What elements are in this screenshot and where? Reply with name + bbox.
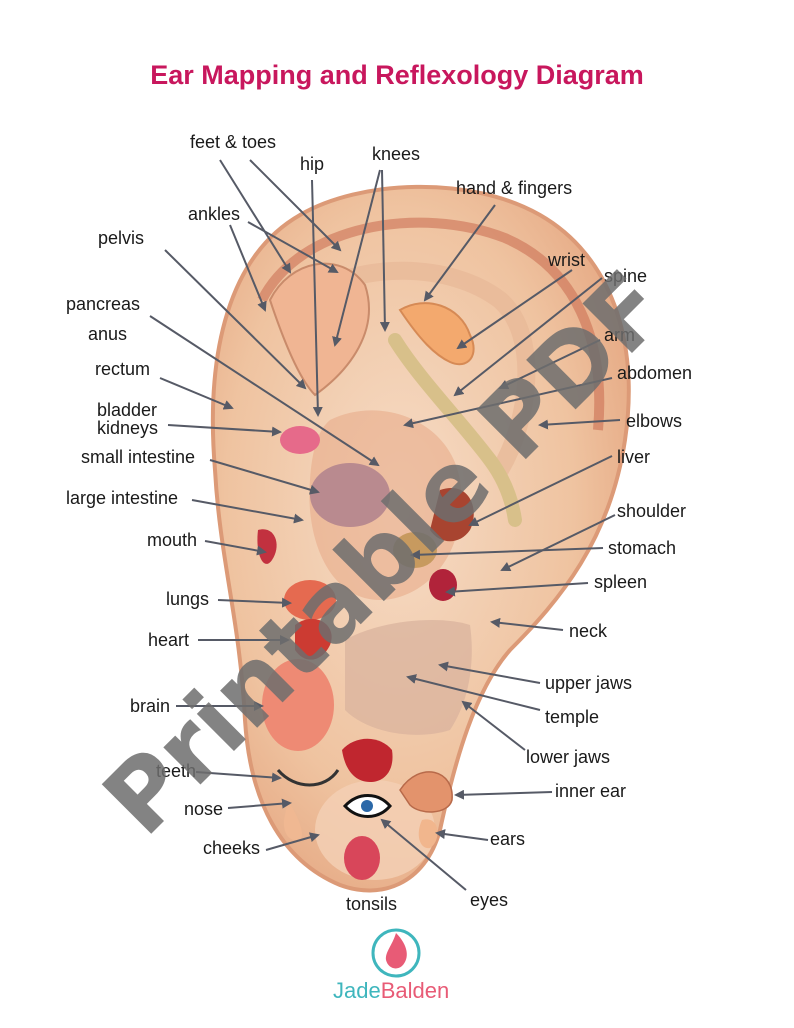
- label-lower-jaws: lower jaws: [526, 747, 610, 767]
- arrow-hip: [311, 179, 323, 417]
- label-wrist: wrist: [547, 250, 585, 270]
- labels: feet & toes hip knees hand & fingers ank…: [66, 132, 692, 914]
- arrow-temple: [406, 674, 541, 711]
- eye-iris-icon: [361, 800, 373, 812]
- label-feet-toes: feet & toes: [190, 132, 276, 152]
- label-nose: nose: [184, 799, 223, 819]
- label-elbows: elbows: [626, 411, 682, 431]
- label-tonsils: tonsils: [346, 894, 397, 914]
- label-ears: ears: [490, 829, 525, 849]
- nose-icon: [283, 800, 302, 841]
- lungs-icon: [284, 580, 336, 620]
- brain-icon: [262, 659, 334, 751]
- arrow-knees-2: [379, 169, 390, 332]
- label-liver: liver: [617, 447, 650, 467]
- arrow-arm: [498, 339, 601, 390]
- label-temple: temple: [545, 707, 599, 727]
- page-title: Ear Mapping and Reflexology Diagram: [150, 60, 644, 90]
- label-teeth: teeth: [156, 761, 196, 781]
- arrow-spleen: [445, 582, 589, 597]
- label-inner-ear: inner ear: [555, 781, 626, 801]
- arrow-knees-1: [332, 169, 381, 347]
- pointer-arrows: [149, 159, 621, 891]
- arrow-mouth: [204, 540, 267, 556]
- arrow-shoulder: [500, 514, 616, 571]
- arrow-upper-jaws: [438, 661, 541, 684]
- teeth-icon: [276, 768, 340, 787]
- arrow-neck: [490, 617, 564, 631]
- label-neck: neck: [569, 621, 608, 641]
- label-rectum: rectum: [95, 359, 150, 379]
- arrow-lower-jaws: [461, 700, 526, 751]
- arrow-ears: [435, 829, 489, 841]
- arrow-eyes: [380, 818, 467, 891]
- arrow-pancreas: [149, 315, 380, 467]
- arrow-large-intestine: [191, 499, 304, 524]
- organ-icons: [257, 262, 522, 880]
- spine-icon: [388, 333, 522, 527]
- label-shoulder: shoulder: [617, 501, 686, 521]
- label-cheeks: cheeks: [203, 838, 260, 858]
- arrow-elbows: [538, 419, 621, 430]
- arrow-wrist: [456, 269, 573, 350]
- label-pelvis: pelvis: [98, 228, 144, 248]
- tongue-mouth-icon: [342, 738, 393, 782]
- bladder-kidney-icon: [280, 426, 320, 454]
- arrow-feet-toes-2: [249, 159, 342, 252]
- label-abdomen: abdomen: [617, 363, 692, 383]
- arrow-small-intestine: [209, 459, 320, 495]
- label-lungs: lungs: [166, 589, 209, 609]
- brand-logo-ring: [371, 928, 421, 978]
- label-brain: brain: [130, 696, 170, 716]
- arrow-hand-fingers: [423, 204, 496, 302]
- arrow-ankles-1: [229, 224, 267, 312]
- arrow-spine: [453, 277, 603, 397]
- intestine-icon: [310, 463, 390, 527]
- arrow-inner-ear: [454, 789, 553, 800]
- label-hand-fingers: hand & fingers: [456, 178, 572, 198]
- arrow-cheeks: [265, 832, 320, 851]
- label-small-intestine: small intestine: [81, 447, 195, 467]
- arrow-nose: [227, 798, 292, 809]
- arrow-feet-toes-1: [219, 159, 292, 274]
- label-heart: heart: [148, 630, 189, 650]
- label-spine: spine: [604, 266, 647, 286]
- arrow-teeth: [195, 771, 282, 783]
- arrow-stomach: [410, 547, 604, 560]
- tonsils-mouth-icon: [344, 836, 380, 880]
- arrow-liver: [468, 455, 613, 527]
- arrow-lungs: [217, 597, 292, 608]
- brand-logo: JadeBalden: [333, 928, 449, 1003]
- heart-icon: [295, 618, 332, 660]
- brand-balden: Balden: [381, 978, 450, 1003]
- label-knees: knees: [372, 144, 420, 164]
- inner-ear-icon: [399, 771, 453, 813]
- arrow-rectum: [159, 377, 234, 410]
- brand-wordmark: JadeBalden: [333, 978, 449, 1003]
- label-eyes: eyes: [470, 890, 508, 910]
- arrow-ankles-2: [247, 221, 339, 273]
- label-large-intestine: large intestine: [66, 488, 178, 508]
- arrow-kidneys: [167, 424, 282, 437]
- small-ear-icon: [418, 819, 438, 849]
- brand-logo-flame-icon: [385, 933, 407, 969]
- liver-icon: [430, 488, 474, 542]
- hand-icon: [398, 302, 475, 365]
- arrow-pelvis: [164, 249, 307, 390]
- label-pancreas: pancreas: [66, 294, 140, 314]
- label-upper-jaws: upper jaws: [545, 673, 632, 693]
- label-mouth: mouth: [147, 530, 197, 550]
- label-kidneys: kidneys: [97, 418, 158, 438]
- brand-jade: Jade: [333, 978, 381, 1003]
- label-anus: anus: [88, 324, 127, 344]
- label-hip: hip: [300, 154, 324, 174]
- label-stomach: stomach: [608, 538, 676, 558]
- label-spleen: spleen: [594, 572, 647, 592]
- label-bladder: bladder: [97, 400, 157, 420]
- label-ankles: ankles: [188, 204, 240, 224]
- ear-antihelix: [295, 261, 536, 475]
- arrow-abdomen: [403, 377, 613, 429]
- label-arm: arm: [604, 325, 635, 345]
